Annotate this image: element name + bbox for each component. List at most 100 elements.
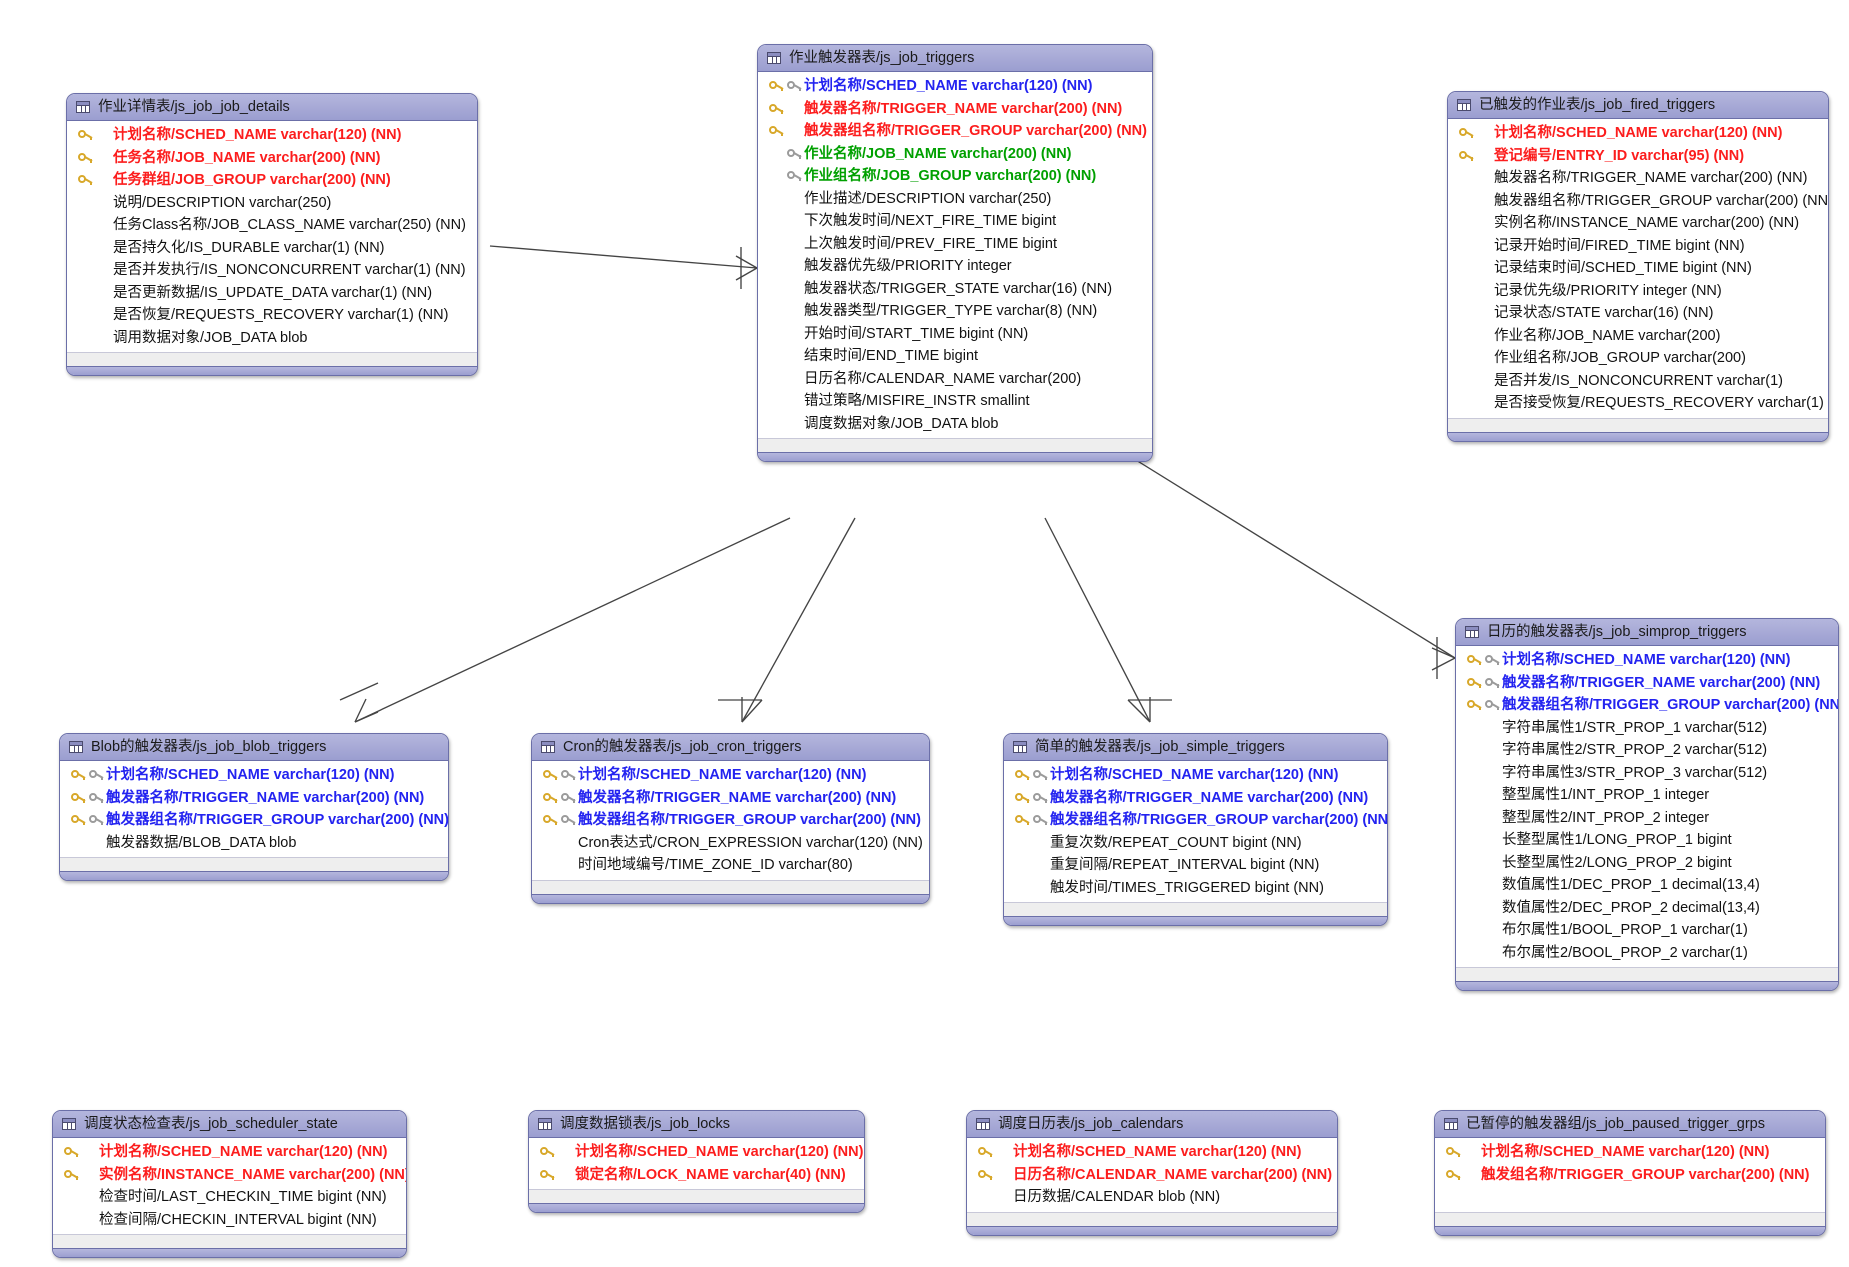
field-row[interactable]: 触发组名称/TRIGGER_GROUP varchar(200) (NN) [1435, 1164, 1825, 1187]
field-row[interactable]: 触发器组名称/TRIGGER_GROUP varchar(200) (NN) [1448, 190, 1828, 213]
field-row[interactable]: 结束时间/END_TIME bigint [758, 345, 1152, 368]
entity-locks[interactable]: 调度数据锁表/js_job_locks 计划名称/SCHED_NAME varch… [528, 1110, 865, 1213]
field-row[interactable]: 日历数据/CALENDAR blob (NN) [967, 1186, 1337, 1209]
field-row[interactable]: 任务Class名称/JOB_CLASS_NAME varchar(250) (N… [67, 214, 477, 237]
field-row[interactable]: 记录开始时间/FIRED_TIME bigint (NN) [1448, 235, 1828, 258]
entity-header-simple_triggers[interactable]: 简单的触发器表/js_job_simple_triggers [1004, 734, 1387, 761]
field-row[interactable]: 重复次数/REPEAT_COUNT bigint (NN) [1004, 832, 1387, 855]
field-row[interactable]: 字符串属性1/STR_PROP_1 varchar(512) [1456, 717, 1838, 740]
entity-fired_triggers[interactable]: 已触发的作业表/js_job_fired_triggers 计划名称/SCHED_… [1447, 91, 1829, 442]
field-row[interactable]: 整型属性2/INT_PROP_2 integer [1456, 807, 1838, 830]
field-row[interactable]: 上次触发时间/PREV_FIRE_TIME bigint [758, 233, 1152, 256]
field-row[interactable]: 计划名称/SCHED_NAME varchar(120) (NN) [67, 124, 477, 147]
field-row[interactable]: 记录结束时间/SCHED_TIME bigint (NN) [1448, 257, 1828, 280]
field-row[interactable]: 触发器组名称/TRIGGER_GROUP varchar(200) (NN) [1456, 694, 1838, 717]
field-row[interactable]: 检查间隔/CHECKIN_INTERVAL bigint (NN) [53, 1209, 406, 1232]
field-row[interactable]: 触发器类型/TRIGGER_TYPE varchar(8) (NN) [758, 300, 1152, 323]
field-row[interactable]: 实例名称/INSTANCE_NAME varchar(200) (NN) [53, 1164, 406, 1187]
field-row[interactable]: 登记编号/ENTRY_ID varchar(95) (NN) [1448, 145, 1828, 168]
field-row[interactable]: 触发器优先级/PRIORITY integer [758, 255, 1152, 278]
field-row[interactable]: 是否并发执行/IS_NONCONCURRENT varchar(1) (NN) [67, 259, 477, 282]
field-row[interactable]: 数值属性1/DEC_PROP_1 decimal(13,4) [1456, 874, 1838, 897]
field-row[interactable]: 任务群组/JOB_GROUP varchar(200) (NN) [67, 169, 477, 192]
field-row[interactable]: 作业组名称/JOB_GROUP varchar(200) [1448, 347, 1828, 370]
entity-blob_triggers[interactable]: Blob的触发器表/js_job_blob_triggers 计划名称/SCHED… [59, 733, 449, 881]
field-row[interactable]: 重复间隔/REPEAT_INTERVAL bigint (NN) [1004, 854, 1387, 877]
field-row[interactable]: 调度数据对象/JOB_DATA blob [758, 413, 1152, 436]
entity-header-scheduler_state[interactable]: 调度状态检查表/js_job_scheduler_state [53, 1111, 406, 1138]
field-row[interactable]: 作业组名称/JOB_GROUP varchar(200) (NN) [758, 165, 1152, 188]
field-row[interactable]: 触发器组名称/TRIGGER_GROUP varchar(200) (NN) [1004, 809, 1387, 832]
entity-header-paused_trigger_grps[interactable]: 已暂停的触发器组/js_job_paused_trigger_grps [1435, 1111, 1825, 1138]
entity-paused_trigger_grps[interactable]: 已暂停的触发器组/js_job_paused_trigger_grps 计划名称/… [1434, 1110, 1826, 1236]
field-row[interactable]: 开始时间/START_TIME bigint (NN) [758, 323, 1152, 346]
field-row[interactable]: 计划名称/SCHED_NAME varchar(120) (NN) [1435, 1141, 1825, 1164]
field-row[interactable]: 计划名称/SCHED_NAME varchar(120) (NN) [1456, 649, 1838, 672]
entity-header-job_details[interactable]: 作业详情表/js_job_job_details [67, 94, 477, 121]
field-row[interactable]: 计划名称/SCHED_NAME varchar(120) (NN) [1004, 764, 1387, 787]
field-row[interactable]: 触发器组名称/TRIGGER_GROUP varchar(200) (NN) [758, 120, 1152, 143]
entity-header-fired_triggers[interactable]: 已触发的作业表/js_job_fired_triggers [1448, 92, 1828, 119]
field-row[interactable]: 长整型属性2/LONG_PROP_2 bigint [1456, 852, 1838, 875]
entity-header-blob_triggers[interactable]: Blob的触发器表/js_job_blob_triggers [60, 734, 448, 761]
field-row[interactable]: 记录优先级/PRIORITY integer (NN) [1448, 280, 1828, 303]
field-row[interactable]: 调用数据对象/JOB_DATA blob [67, 327, 477, 350]
field-row[interactable]: 计划名称/SCHED_NAME varchar(120) (NN) [1448, 122, 1828, 145]
field-row[interactable]: 检查时间/LAST_CHECKIN_TIME bigint (NN) [53, 1186, 406, 1209]
field-row[interactable]: 触发器状态/TRIGGER_STATE varchar(16) (NN) [758, 278, 1152, 301]
field-row[interactable]: 触发器名称/TRIGGER_NAME varchar(200) (NN) [60, 787, 448, 810]
field-row[interactable]: 时间地域编号/TIME_ZONE_ID varchar(80) [532, 854, 929, 877]
field-row[interactable]: 计划名称/SCHED_NAME varchar(120) (NN) [60, 764, 448, 787]
field-row[interactable]: 是否接受恢复/REQUESTS_RECOVERY varchar(1) [1448, 392, 1828, 415]
field-row[interactable]: 计划名称/SCHED_NAME varchar(120) (NN) [532, 764, 929, 787]
field-row[interactable] [1435, 1186, 1825, 1209]
field-row[interactable]: 触发器名称/TRIGGER_NAME varchar(200) (NN) [758, 98, 1152, 121]
field-row[interactable]: 布尔属性2/BOOL_PROP_2 varchar(1) [1456, 942, 1838, 965]
field-row[interactable]: 触发器名称/TRIGGER_NAME varchar(200) (NN) [1456, 672, 1838, 695]
field-row[interactable]: 字符串属性2/STR_PROP_2 varchar(512) [1456, 739, 1838, 762]
entity-cron_triggers[interactable]: Cron的触发器表/js_job_cron_triggers 计划名称/SCHED… [531, 733, 930, 904]
entity-calendars[interactable]: 调度日历表/js_job_calendars 计划名称/SCHED_NAME va… [966, 1110, 1338, 1236]
field-row[interactable]: 计划名称/SCHED_NAME varchar(120) (NN) [758, 75, 1152, 98]
entity-job_triggers[interactable]: 作业触发器表/js_job_triggers 计划名称/SCHED_NAME va… [757, 44, 1153, 462]
field-row[interactable]: 触发器组名称/TRIGGER_GROUP varchar(200) (NN) [60, 809, 448, 832]
field-row[interactable]: 作业名称/JOB_NAME varchar(200) (NN) [758, 143, 1152, 166]
field-row[interactable]: 作业名称/JOB_NAME varchar(200) [1448, 325, 1828, 348]
field-row[interactable]: 记录状态/STATE varchar(16) (NN) [1448, 302, 1828, 325]
field-row[interactable]: 字符串属性3/STR_PROP_3 varchar(512) [1456, 762, 1838, 785]
field-row[interactable]: 是否持久化/IS_DURABLE varchar(1) (NN) [67, 237, 477, 260]
field-row[interactable]: 作业描述/DESCRIPTION varchar(250) [758, 188, 1152, 211]
field-row[interactable]: 是否恢复/REQUESTS_RECOVERY varchar(1) (NN) [67, 304, 477, 327]
field-row[interactable]: 实例名称/INSTANCE_NAME varchar(200) (NN) [1448, 212, 1828, 235]
field-row[interactable]: 日历名称/CALENDAR_NAME varchar(200) (NN) [967, 1164, 1337, 1187]
field-row[interactable]: 触发器名称/TRIGGER_NAME varchar(200) (NN) [1004, 787, 1387, 810]
field-row[interactable]: 数值属性2/DEC_PROP_2 decimal(13,4) [1456, 897, 1838, 920]
field-row[interactable]: 日历名称/CALENDAR_NAME varchar(200) [758, 368, 1152, 391]
field-row[interactable]: 触发时间/TIMES_TRIGGERED bigint (NN) [1004, 877, 1387, 900]
field-row[interactable]: 计划名称/SCHED_NAME varchar(120) (NN) [529, 1141, 864, 1164]
entity-header-calendars[interactable]: 调度日历表/js_job_calendars [967, 1111, 1337, 1138]
field-row[interactable]: 长整型属性1/LONG_PROP_1 bigint [1456, 829, 1838, 852]
field-row[interactable]: 计划名称/SCHED_NAME varchar(120) (NN) [967, 1141, 1337, 1164]
field-row[interactable]: 触发器名称/TRIGGER_NAME varchar(200) (NN) [1448, 167, 1828, 190]
entity-simple_triggers[interactable]: 简单的触发器表/js_job_simple_triggers 计划名称/SCHED… [1003, 733, 1388, 926]
entity-header-simprop_triggers[interactable]: 日历的触发器表/js_job_simprop_triggers [1456, 619, 1838, 646]
field-row[interactable]: 是否更新数据/IS_UPDATE_DATA varchar(1) (NN) [67, 282, 477, 305]
field-row[interactable]: 下次触发时间/NEXT_FIRE_TIME bigint [758, 210, 1152, 233]
entity-header-locks[interactable]: 调度数据锁表/js_job_locks [529, 1111, 864, 1138]
field-row[interactable]: 触发器数据/BLOB_DATA blob [60, 832, 448, 855]
entity-header-cron_triggers[interactable]: Cron的触发器表/js_job_cron_triggers [532, 734, 929, 761]
entity-header-job_triggers[interactable]: 作业触发器表/js_job_triggers [758, 45, 1152, 72]
field-row[interactable]: 是否并发/IS_NONCONCURRENT varchar(1) [1448, 370, 1828, 393]
field-row[interactable]: 布尔属性1/BOOL_PROP_1 varchar(1) [1456, 919, 1838, 942]
field-row[interactable]: 锁定名称/LOCK_NAME varchar(40) (NN) [529, 1164, 864, 1187]
field-row[interactable]: 错过策略/MISFIRE_INSTR smallint [758, 390, 1152, 413]
entity-job_details[interactable]: 作业详情表/js_job_job_details 计划名称/SCHED_NAME … [66, 93, 478, 376]
field-row[interactable]: 触发器名称/TRIGGER_NAME varchar(200) (NN) [532, 787, 929, 810]
field-row[interactable]: 整型属性1/INT_PROP_1 integer [1456, 784, 1838, 807]
field-row[interactable]: Cron表达式/CRON_EXPRESSION varchar(120) (NN… [532, 832, 929, 855]
field-row[interactable]: 任务名称/JOB_NAME varchar(200) (NN) [67, 147, 477, 170]
field-row[interactable]: 说明/DESCRIPTION varchar(250) [67, 192, 477, 215]
entity-simprop_triggers[interactable]: 日历的触发器表/js_job_simprop_triggers 计划名称/SCHE… [1455, 618, 1839, 991]
